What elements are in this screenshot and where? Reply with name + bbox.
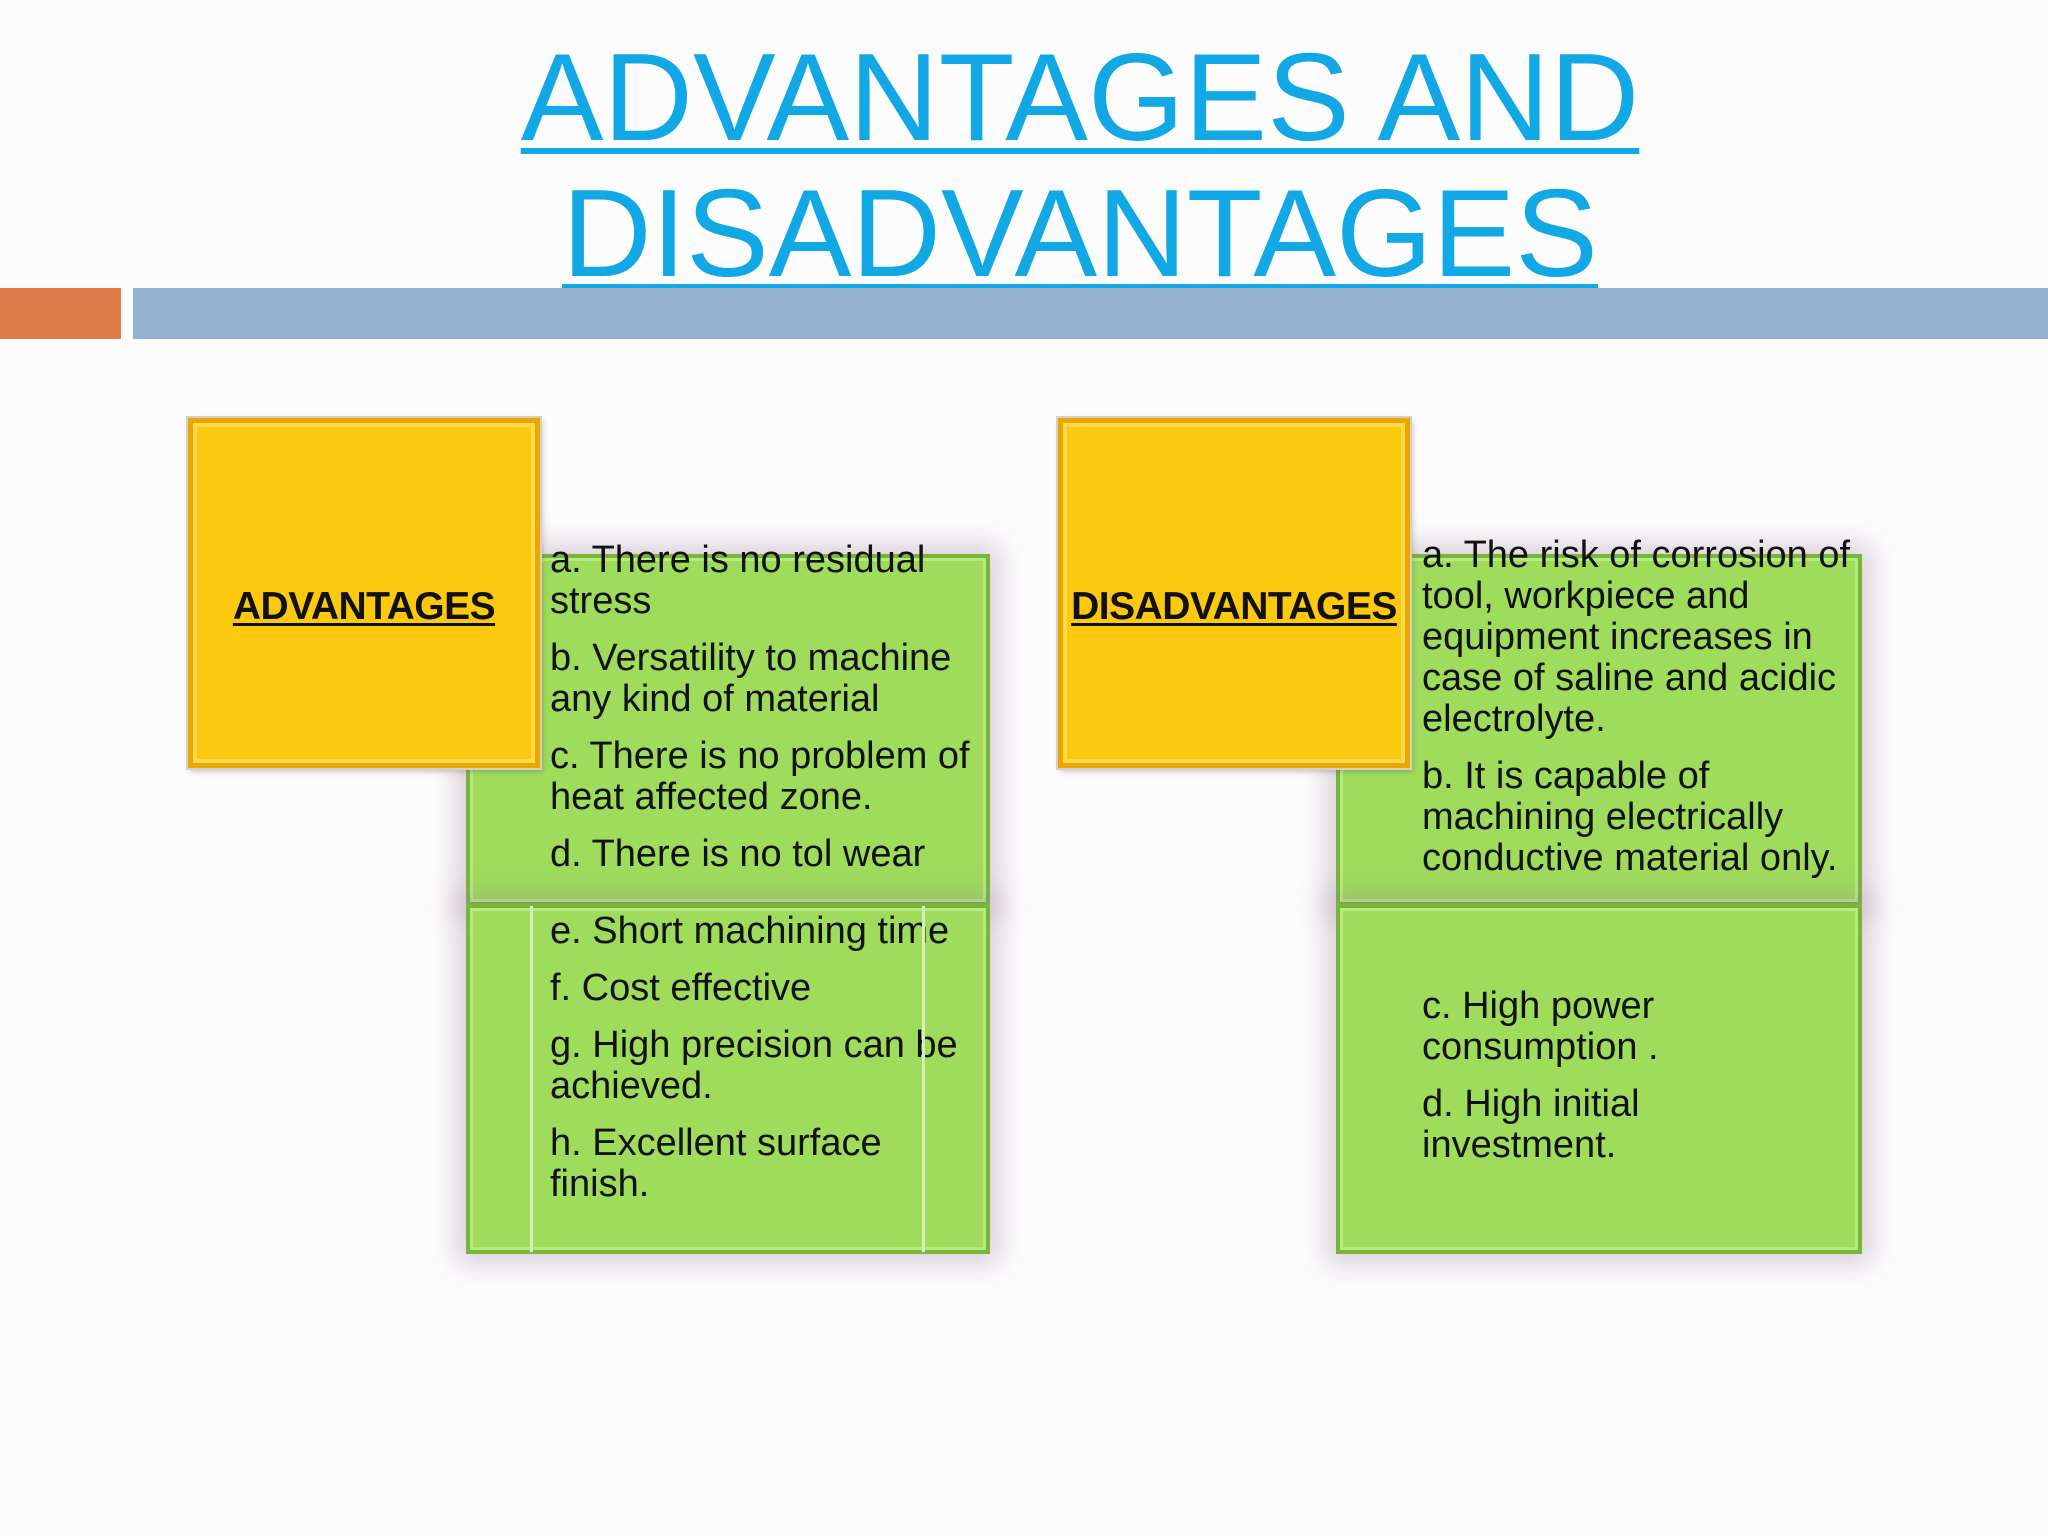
list-item: d. There is no tol wear bbox=[550, 833, 926, 875]
advantages-label: ADVANTAGES bbox=[232, 585, 496, 628]
list-item: f. Cost effective bbox=[550, 967, 812, 1009]
advantages-divider-left bbox=[530, 906, 533, 1252]
advantages-label-box: ADVANTAGES bbox=[188, 418, 540, 768]
disadvantages-label-box: DISADVANTAGES bbox=[1058, 418, 1410, 768]
header-divider-bar bbox=[133, 288, 2048, 339]
advantages-bottom-box bbox=[466, 904, 990, 1254]
disadvantages-top-list: a. The risk of corrosion of tool, workpi… bbox=[1422, 535, 1862, 905]
list-item: a. There is no residual stress bbox=[550, 540, 926, 622]
slide-title: ADVANTAGES AND DISADVANTAGES bbox=[0, 30, 2048, 302]
list-item: d. High initial investment. bbox=[1422, 1083, 1640, 1166]
disadvantages-bottom-box bbox=[1336, 904, 1862, 1254]
advantages-divider-right bbox=[922, 906, 925, 1252]
advantages-top-box bbox=[466, 554, 990, 906]
list-item: h. Excellent surface finish. bbox=[550, 1122, 882, 1205]
list-item: c. High power consumption . bbox=[1422, 985, 1659, 1068]
advantages-bottom-list: e. Short machining time f. Cost effectiv… bbox=[550, 911, 980, 1221]
list-item: e. Short machining time bbox=[550, 910, 950, 952]
header-accent-bar bbox=[0, 288, 121, 339]
disadvantages-label: DISADVANTAGES bbox=[1071, 585, 1397, 628]
disadvantages-bottom-list: c. High power consumption . d. High init… bbox=[1422, 986, 1822, 1182]
slide-title-line-1: ADVANTAGES AND bbox=[520, 29, 1640, 167]
slide-title-line-2: DISADVANTAGES bbox=[562, 165, 1598, 303]
list-item: b. Versatility to machine any kind of ma… bbox=[550, 637, 952, 720]
list-item: b. It is capable of machining electrical… bbox=[1422, 755, 1838, 879]
list-item: a. The risk of corrosion of tool, workpi… bbox=[1422, 535, 1851, 740]
list-item: c. There is no problem of heat affected … bbox=[550, 735, 970, 818]
advantages-top-list: a. There is no residual stress b. Versat… bbox=[550, 540, 990, 910]
list-item: g. High precision can be achieved. bbox=[550, 1024, 958, 1107]
